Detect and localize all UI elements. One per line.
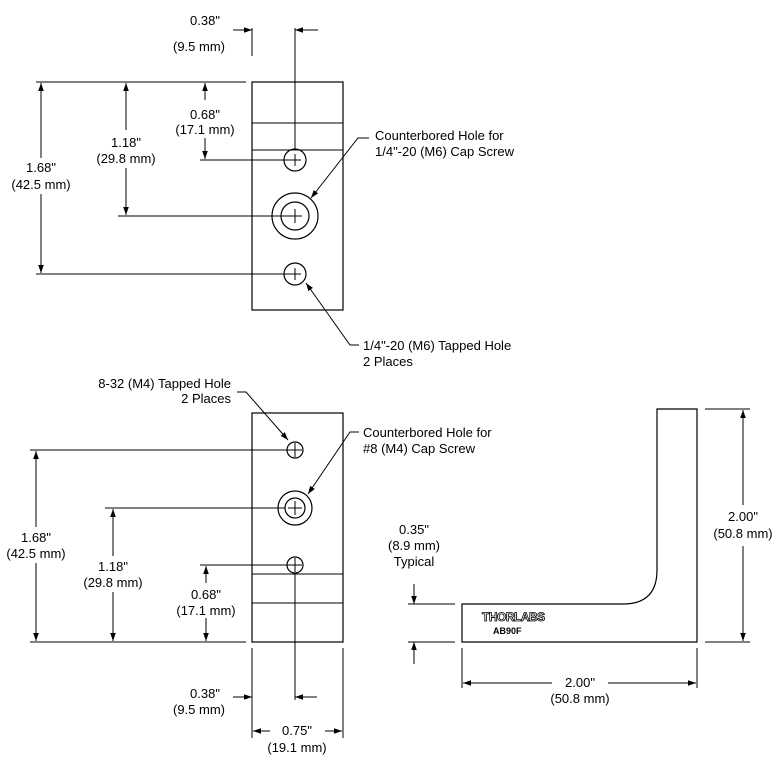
leader-line [310, 137, 369, 199]
dim-075-mm: (19.1 mm) [267, 740, 326, 755]
callout-tap-line2: 2 Places [181, 391, 231, 406]
dim-038-in: 0.38" [190, 686, 220, 701]
dim-118-in: 1.18" [98, 559, 128, 574]
top-view: 0.38" (9.5 mm) 0.68" (17.1 mm) 1.18" (29… [11, 13, 514, 369]
leader-line [237, 391, 289, 441]
dim-thick-in: 0.35" [399, 522, 429, 537]
dim-thick-note: Typical [394, 554, 435, 569]
callout-cb-line2: #8 (M4) Cap Screw [363, 441, 476, 456]
dim-168-in: 1.68" [26, 160, 56, 175]
bracket-outline [461, 408, 698, 643]
callout-tap-line2: 2 Places [363, 354, 413, 369]
dim-168-in: 1.68" [21, 530, 51, 545]
dim-168-mm: (42.5 mm) [6, 546, 65, 561]
dim-height-mm: (50.8 mm) [713, 526, 772, 541]
bottom-view: 8-32 (M4) Tapped Hole 2 Places Counterbo… [6, 376, 492, 755]
bottom-plate-outline [251, 412, 344, 643]
callout-cb-line2: 1/4"-20 (M6) Cap Screw [375, 144, 515, 159]
dim-075-in: 0.75" [282, 723, 312, 738]
dim-118-mm: (29.8 mm) [96, 151, 155, 166]
callout-tap-line1: 1/4"-20 (M6) Tapped Hole [363, 338, 511, 353]
callout-cb-line1: Counterbored Hole for [363, 425, 492, 440]
dim-038-mm: (9.5 mm) [173, 702, 225, 717]
dim-038-in: 0.38" [190, 13, 220, 28]
dim-038-mm: (9.5 mm) [173, 39, 225, 54]
leader-line [307, 431, 359, 495]
tapped-hole [286, 556, 304, 574]
model-label: AB90F [493, 626, 522, 636]
leader-line [305, 282, 359, 346]
side-view: THORLABS AB90F 0.35" (8.9 mm) Typical 2.… [388, 408, 773, 706]
dim-width-mm: (50.8 mm) [550, 691, 609, 706]
dim-068-in: 0.68" [190, 107, 220, 122]
dim-thick-mm: (8.9 mm) [388, 538, 440, 553]
dim-width-in: 2.00" [565, 675, 595, 690]
dim-068-mm: (17.1 mm) [176, 603, 235, 618]
callout-cb-line1: Counterbored Hole for [375, 128, 504, 143]
top-plate-outline [251, 81, 344, 311]
callout-tap-line1: 8-32 (M4) Tapped Hole [98, 376, 231, 391]
dim-118-in: 1.18" [111, 135, 141, 150]
dim-068-mm: (17.1 mm) [175, 122, 234, 137]
dim-118-mm: (29.8 mm) [83, 575, 142, 590]
dim-068-in: 0.68" [191, 587, 221, 602]
dim-height-in: 2.00" [728, 509, 758, 524]
dim-168-mm: (42.5 mm) [11, 177, 70, 192]
thorlabs-logo: THORLABS [482, 610, 545, 624]
tapped-hole [286, 441, 304, 459]
